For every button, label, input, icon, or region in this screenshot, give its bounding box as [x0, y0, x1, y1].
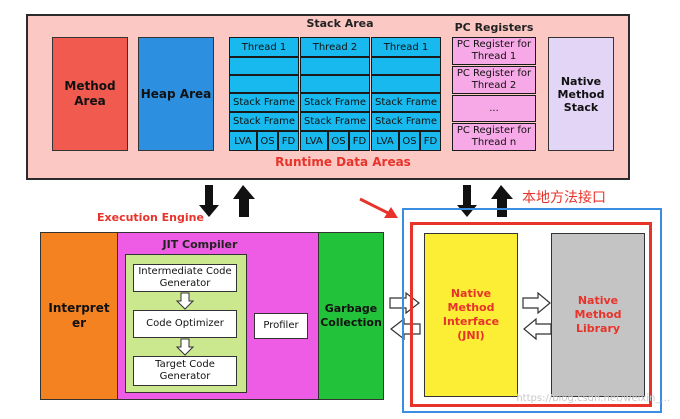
pc-register-thread-n: PC Register for Thread n [452, 123, 536, 151]
jni-box: Native Method Interface (JNI) [424, 233, 518, 397]
code-optimizer: Code Optimizer [133, 310, 237, 338]
stack-frame-cell: Stack Frame [229, 93, 299, 112]
thread-3-header: Thread 1 [371, 37, 441, 57]
stack-area-title: Stack Area [306, 17, 374, 30]
os-cell: OS [399, 131, 420, 151]
fd-cell: FD [278, 131, 299, 151]
garbage-collection-box: Garbage Collection [318, 232, 384, 400]
right-hollow-arrow-icon [522, 292, 551, 315]
native-interface-highlight-red [410, 222, 652, 407]
native-method-stack-label: Native Method Stack [557, 74, 605, 114]
target-code-generator: Target Code Generator [133, 356, 237, 386]
stack-frame-cell: Stack Frame [300, 93, 370, 112]
runtime-data-areas-title: Runtime Data Areas [275, 155, 411, 169]
jni-label: Native Method Interface (JNI) [442, 287, 500, 342]
method-area-label: Method Area [64, 79, 116, 108]
native-method-library-box: Native Method Library [551, 233, 645, 397]
thread-1-header: Thread 1 [229, 37, 299, 57]
intermediate-code-generator: Intermediate Code Generator [133, 264, 237, 292]
pc-register-ellipsis: ... [452, 95, 536, 122]
os-cell: OS [328, 131, 349, 151]
fd-cell: FD [420, 131, 441, 151]
jit-compiler-title: JIT Compiler [162, 238, 238, 251]
pipeline-arrow-icon [176, 292, 194, 310]
garbage-collection-label: Garbage Collection [320, 302, 382, 329]
profiler-box: Profiler [254, 313, 308, 339]
heap-area-box: Heap Area [138, 37, 214, 151]
stack-frame-cell: Stack Frame [371, 93, 441, 112]
stack-row-empty [229, 75, 299, 93]
jni-library-arrows-icon [522, 292, 552, 340]
stack-row-empty [300, 57, 370, 75]
lva-cell: LVA [229, 131, 257, 151]
thread-2-header: Thread 2 [300, 37, 370, 57]
pipeline-arrow-icon [176, 338, 194, 356]
method-area-box: Method Area [52, 37, 128, 151]
stack-frame-cell: Stack Frame [371, 112, 441, 131]
pc-register-thread-2: PC Register for Thread 2 [452, 66, 536, 94]
lva-cell: LVA [371, 131, 399, 151]
stack-row-empty [371, 75, 441, 93]
stack-row-empty [300, 75, 370, 93]
pc-registers-title: PC Registers [454, 21, 534, 34]
up-arrow-icon [233, 185, 255, 217]
interpreter-box: Interpreter [40, 232, 118, 400]
os-cell: OS [257, 131, 278, 151]
red-pointer-arrow-icon [359, 197, 398, 218]
native-method-stack-box: Native Method Stack [548, 37, 614, 151]
fd-cell: FD [349, 131, 370, 151]
stack-frame-cell: Stack Frame [229, 112, 299, 131]
stack-frame-cell: Stack Frame [300, 112, 370, 131]
lva-cell: LVA [300, 131, 328, 151]
interpreter-label: Interpreter [48, 301, 110, 330]
down-arrow-icon [199, 185, 219, 217]
native-interface-annotation: 本地方法接口 [522, 190, 606, 206]
left-hollow-arrow-icon [523, 317, 552, 340]
execution-engine-title: Execution Engine [97, 211, 204, 224]
up-arrow-icon [491, 185, 513, 217]
heap-area-label: Heap Area [140, 86, 212, 101]
native-interface-highlight-blue [402, 208, 662, 413]
native-method-library-label: Native Method Library [574, 294, 622, 335]
stack-row-empty [371, 57, 441, 75]
watermark: https://blog.csdn.net/weixin_... [516, 393, 670, 404]
pc-register-thread-1: PC Register for Thread 1 [452, 37, 536, 65]
stack-row-empty [229, 57, 299, 75]
left-arrows-icon [199, 185, 255, 217]
